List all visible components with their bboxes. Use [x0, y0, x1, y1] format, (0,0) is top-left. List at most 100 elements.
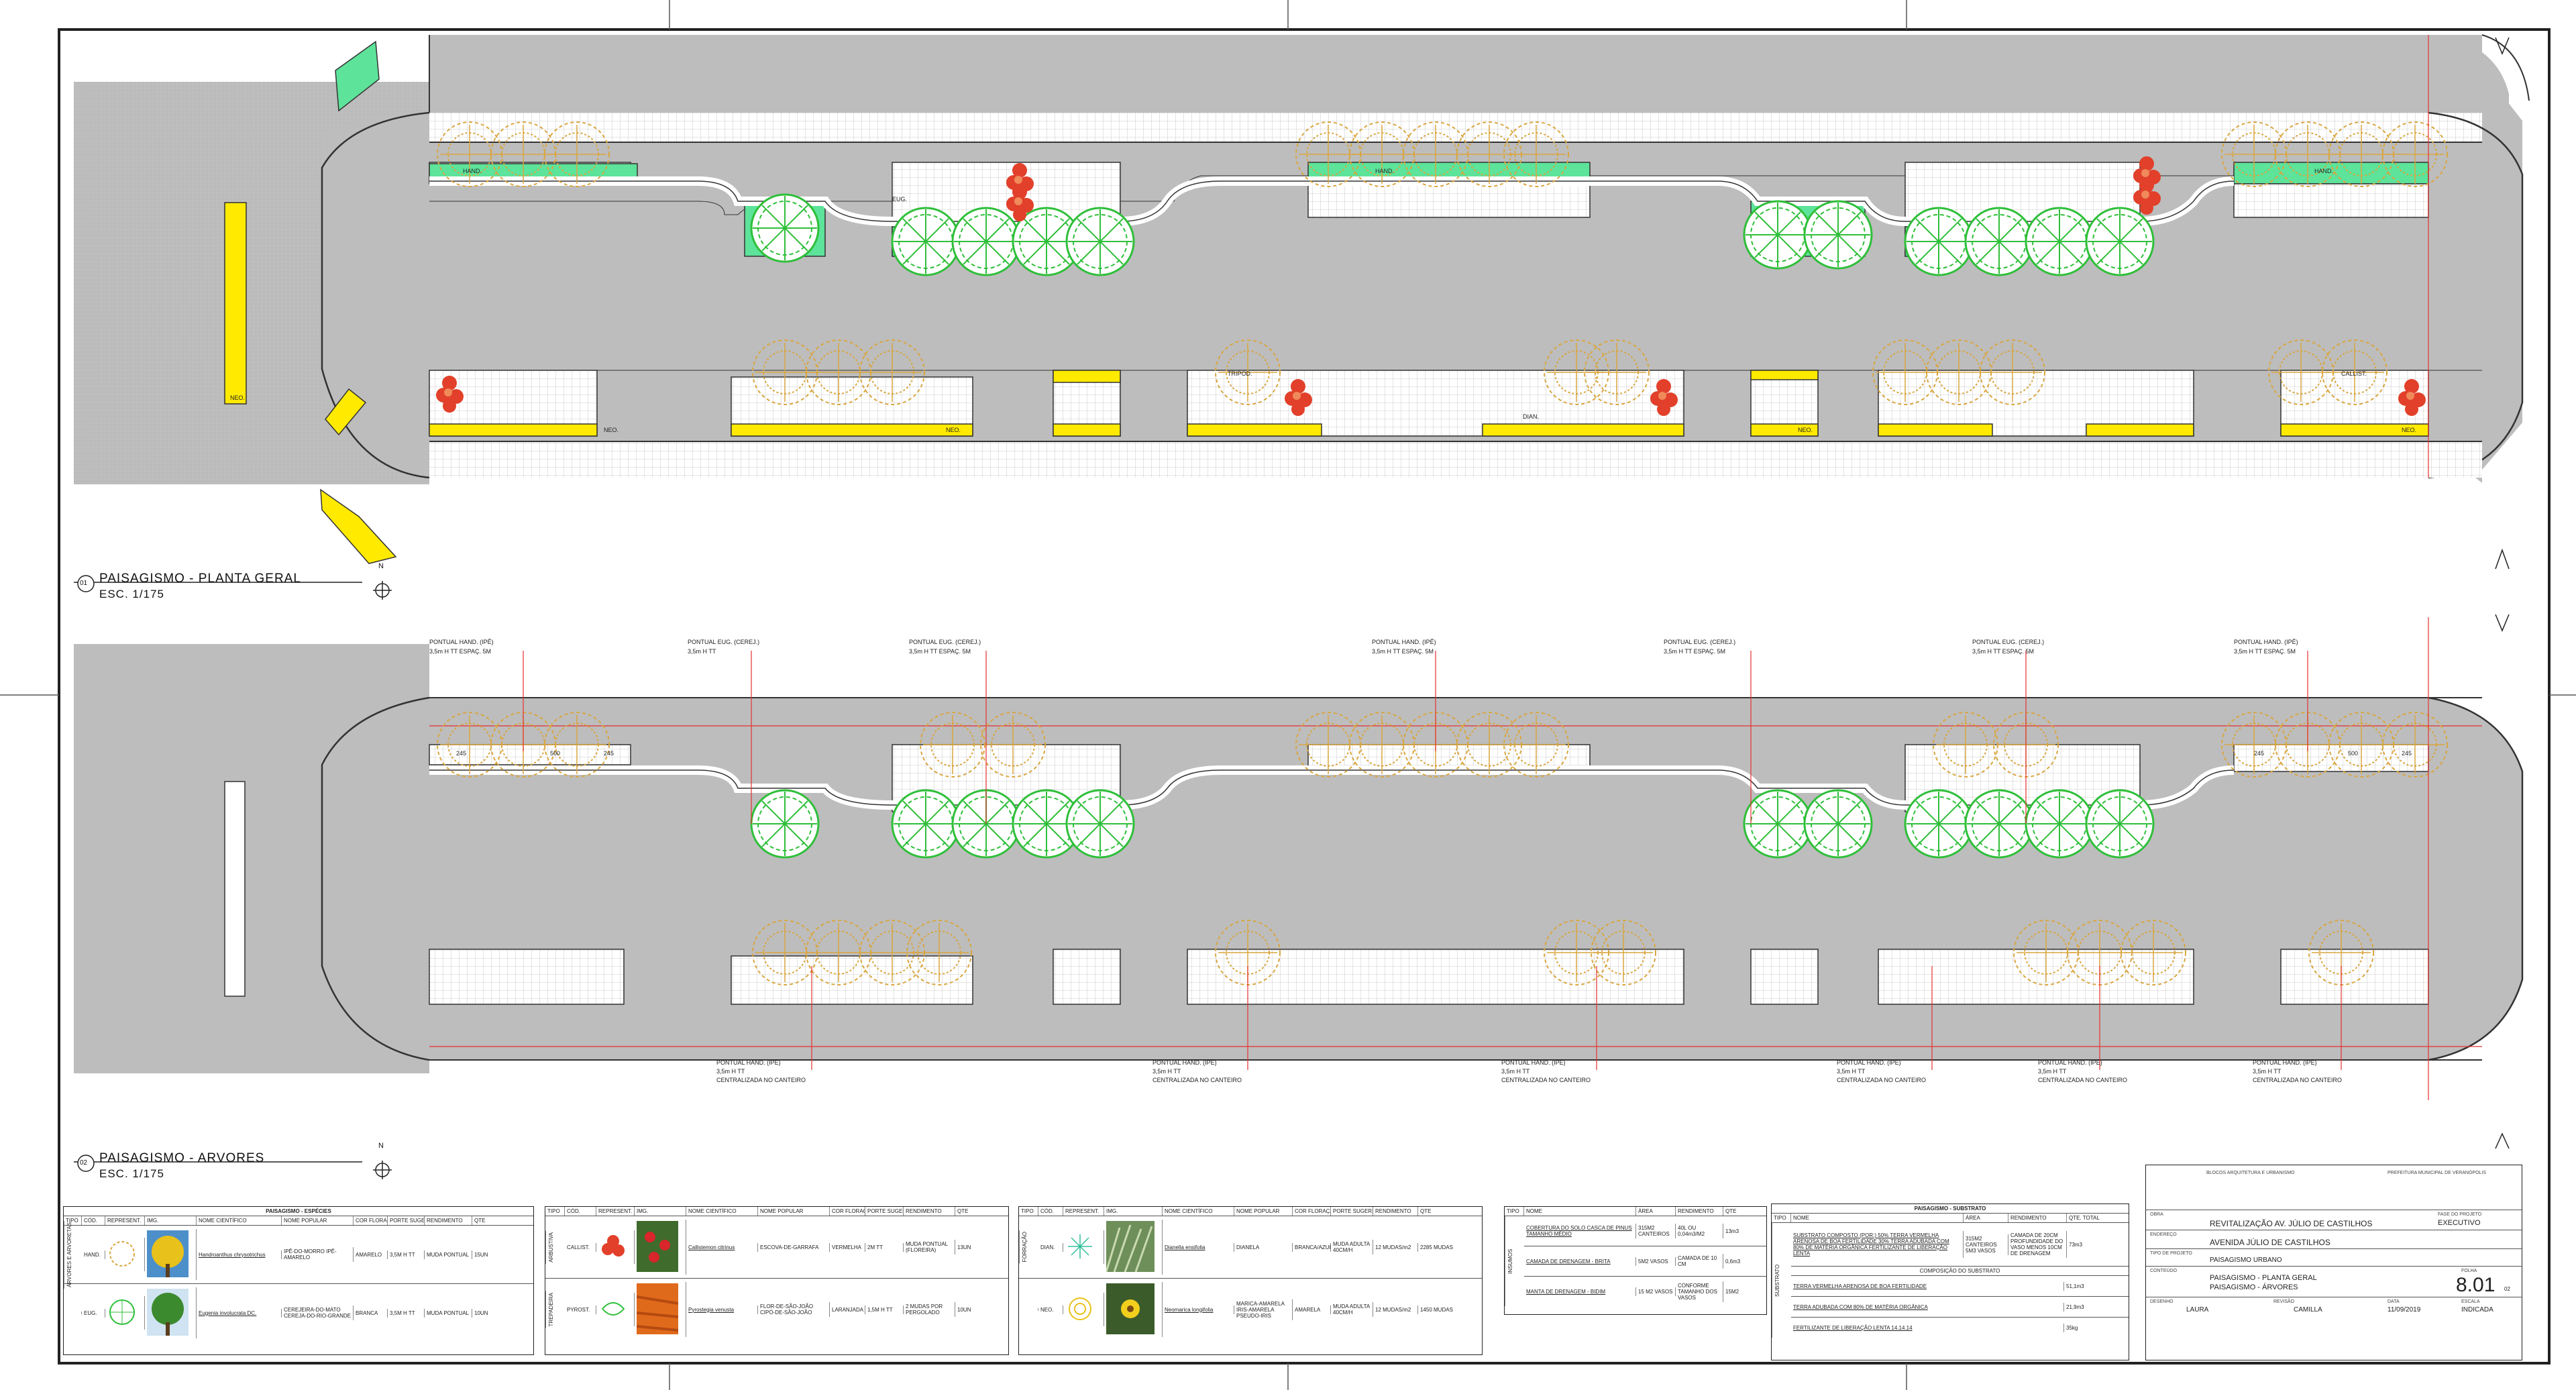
callout-line: PONTUAL HAND. (IPÊ)	[429, 639, 494, 645]
table-row: SUBSTRATO COMPOSTO (POR:) 50% TERRA VERM…	[1791, 1223, 2129, 1267]
callout-line: PONTUAL EUG. (CEREJ.)	[1664, 639, 1736, 645]
callout-line: CENTRALIZADA NO CANTEIRO	[1837, 1077, 1927, 1083]
represent-icon	[105, 1238, 145, 1271]
table-shrubs: TIPO CÓD. REPRESENT. IMG. NOME CIENTÍFIC…	[545, 1206, 1009, 1355]
obra-value: REVITALIZAÇÃO AV. JÚLIO DE CASTILHOS	[2210, 1219, 2373, 1228]
plan2-spacing: 245	[456, 750, 467, 757]
table-row: TERRA ADUBADA COM 80% DE MATÉRIA ORGÂNIC…	[1791, 1297, 2129, 1318]
represent-icon	[1063, 1293, 1104, 1326]
cell-nome: COBERTURA DO SOLO CASCA DE PINUS TAMANHO…	[1524, 1224, 1636, 1238]
col-header: CÓD.	[565, 1207, 596, 1216]
col-header: IMG.	[145, 1216, 197, 1225]
callout-line: PONTUAL HAND. (IPÊ)	[1837, 1059, 1901, 1066]
plan-arvores	[74, 617, 2524, 1100]
plan1-label: CALLIST.	[2341, 370, 2367, 377]
fase-value: EXECUTIVO	[2438, 1219, 2481, 1227]
row-group: ÁRVORES E ARVORETAS	[64, 1220, 82, 1289]
table-insumos: TIPO NOME ÁREA RENDIMENTO QTE INSUMOS CO…	[1504, 1206, 1767, 1315]
end-value: AVENIDA JÚLIO DE CASTILHOS	[2210, 1238, 2330, 1247]
tipo-key: TIPO DE PROJETO	[2150, 1251, 2192, 1256]
col-header: RENDIMENTO	[2008, 1214, 2067, 1222]
col-header: REPRESENT.	[105, 1216, 145, 1225]
cell-rend: MUDA PONTUAL (FLOREIRA)	[904, 1240, 955, 1254]
table-title: PAISAGISMO - ESPÉCIES	[64, 1207, 533, 1216]
table-row: ÁRVORES E ARVORETAS HAND. Handroanthus c…	[64, 1220, 533, 1289]
cell-nome: MANTA DE DRENAGEM - BIDIM	[1524, 1287, 1636, 1296]
plan1-number: 01	[80, 580, 88, 587]
cell-nome: FERTILIZANTE DE LIBERAÇÃO LENTA 14.14.14	[1791, 1323, 2064, 1332]
row-group: INSUMOS	[1505, 1216, 1524, 1306]
col-header: QTE	[1725, 1208, 1737, 1214]
data-value: 11/09/2019	[2387, 1306, 2421, 1314]
revisao-key: REVISÃO	[2273, 1299, 2295, 1304]
cell-cor: VERMELHA	[830, 1242, 865, 1252]
callout-line: 3,5m H TT ESPAÇ. 5M	[909, 648, 971, 655]
cell-tipo: TREPADEIRA	[545, 1291, 565, 1328]
plan2-spacing: 245	[2402, 750, 2412, 757]
photo-image	[145, 1229, 197, 1280]
col-header: NOME CIENTÍFICO	[686, 1207, 758, 1216]
callout-line: CENTRALIZADA NO CANTEIRO	[1152, 1077, 1242, 1083]
plan1-title-block: PAISAGISMO - PLANTA GERAL ESC. 1/175	[99, 572, 301, 601]
table-header-row: TIPO CÓD. REPRESENT. IMG. NOME CIENTÍFIC…	[1019, 1207, 1482, 1216]
photo-image	[1104, 1220, 1163, 1275]
cell-pop: FLOR-DE-SÃO-JOÃO CIPÓ-DE-SÃO-JOÃO	[758, 1302, 830, 1317]
escala-key: ESCALA	[2461, 1299, 2480, 1304]
col-header: CÓD.	[82, 1216, 105, 1225]
col-header: ÁREA	[1636, 1207, 1676, 1216]
callout-line: PONTUAL EUG. (CEREJ.)	[688, 639, 760, 645]
col-header: ÁREA	[1964, 1214, 2008, 1222]
col-header: QTE	[1420, 1208, 1432, 1214]
area-line: 5M3 VASOS	[1966, 1247, 1996, 1254]
cell-cor: BRANCA/AZUL	[1293, 1242, 1331, 1252]
table-groundcover: TIPO CÓD. REPRESENT. IMG. NOME CIENTÍFIC…	[1018, 1206, 1483, 1355]
represent-icon	[596, 1293, 635, 1326]
cell-sci: Pyrostegia venusta	[686, 1305, 758, 1314]
col-header: NOME CIENTÍFICO	[1163, 1207, 1234, 1216]
plan1-label: HAND.	[2314, 168, 2334, 174]
cell-nome: SUBSTRATO COMPOSTO (POR:) 50% TERRA VERM…	[1791, 1231, 1964, 1258]
cell-nome: TERRA ADUBADA COM 80% DE MATÉRIA ORGÂNIC…	[1791, 1302, 2064, 1312]
col-header: RENDIMENTO	[1676, 1207, 1723, 1216]
row-group: SUBSTRATO	[1772, 1223, 1791, 1338]
callout-top: PONTUAL HAND. (IPÊ)3,5m H TT ESPAÇ. 5M	[2234, 637, 2298, 656]
cell-cod: PYROST.	[565, 1305, 596, 1314]
cell-area: 5M2 VASOS	[1636, 1257, 1676, 1266]
callout-line: 3,5m H TT ESPAÇ. 5M	[1372, 648, 1434, 655]
table-title: PAISAGISMO - SUBSTRATO	[1772, 1204, 2129, 1214]
plan1-title: PAISAGISMO - PLANTA GERAL	[99, 572, 301, 586]
cell-rend: 12 MUDAS/m2	[1373, 1242, 1418, 1252]
table-row: TREPADEIRA PYROST. Pyrostegia venusta FL…	[545, 1279, 1008, 1340]
cell-porte: 1,5M H TT	[865, 1305, 904, 1314]
cell-qte: 35kg	[2066, 1324, 2078, 1331]
table-row: EUG. Eugenia involucrata DC. CEREJEIRA-D…	[64, 1284, 533, 1342]
cell-qte: 10UN	[474, 1309, 488, 1316]
table-species: PAISAGISMO - ESPÉCIES TIPO CÓD. REPRESEN…	[63, 1206, 534, 1355]
callout-line: 3,5m H TT ESPAÇ. 5M	[1972, 648, 2035, 655]
col-header: TIPO	[64, 1216, 82, 1225]
cell-porte: 3,5M H TT	[388, 1250, 425, 1259]
table-row: FERTILIZANTE DE LIBERAÇÃO LENTA 14.14.14…	[1791, 1318, 2129, 1338]
title-block: BLOCOS ARQUITETURA E URBANISMO PREFEITUR…	[2145, 1165, 2522, 1360]
table-row: FORRAÇÃO DIAN. Dianella ensifolia DIANEL…	[1019, 1216, 1482, 1279]
des-value: LAURA	[2186, 1306, 2209, 1314]
represent-icon	[596, 1230, 635, 1264]
col-header: COR FLORAÇÃO	[1293, 1207, 1331, 1216]
callout-line: 3,5m H TT	[2253, 1068, 2282, 1075]
col-header: TIPO	[545, 1207, 565, 1216]
callout-line: 3,5m H TT	[1837, 1068, 1866, 1075]
cell-cor: AMARELA	[1293, 1305, 1331, 1314]
cell-rend: 2 MUDAS POR PERGOLADO	[904, 1302, 955, 1317]
cell-qte: 15M2	[1725, 1288, 1739, 1295]
plan1-label: EUG.	[892, 196, 908, 203]
cell-sci: Callistemon citrinus	[686, 1242, 758, 1252]
plan2-spacing: 500	[550, 750, 561, 757]
plan1-label: NEO.	[604, 427, 619, 433]
plan2-number: 02	[80, 1159, 88, 1167]
cell-cod: DIAN.	[1038, 1242, 1063, 1252]
col-header: NOME POPULAR	[1234, 1207, 1293, 1216]
data-key: DATA	[2387, 1299, 2400, 1304]
plan2-spacing: 245	[2254, 750, 2265, 757]
